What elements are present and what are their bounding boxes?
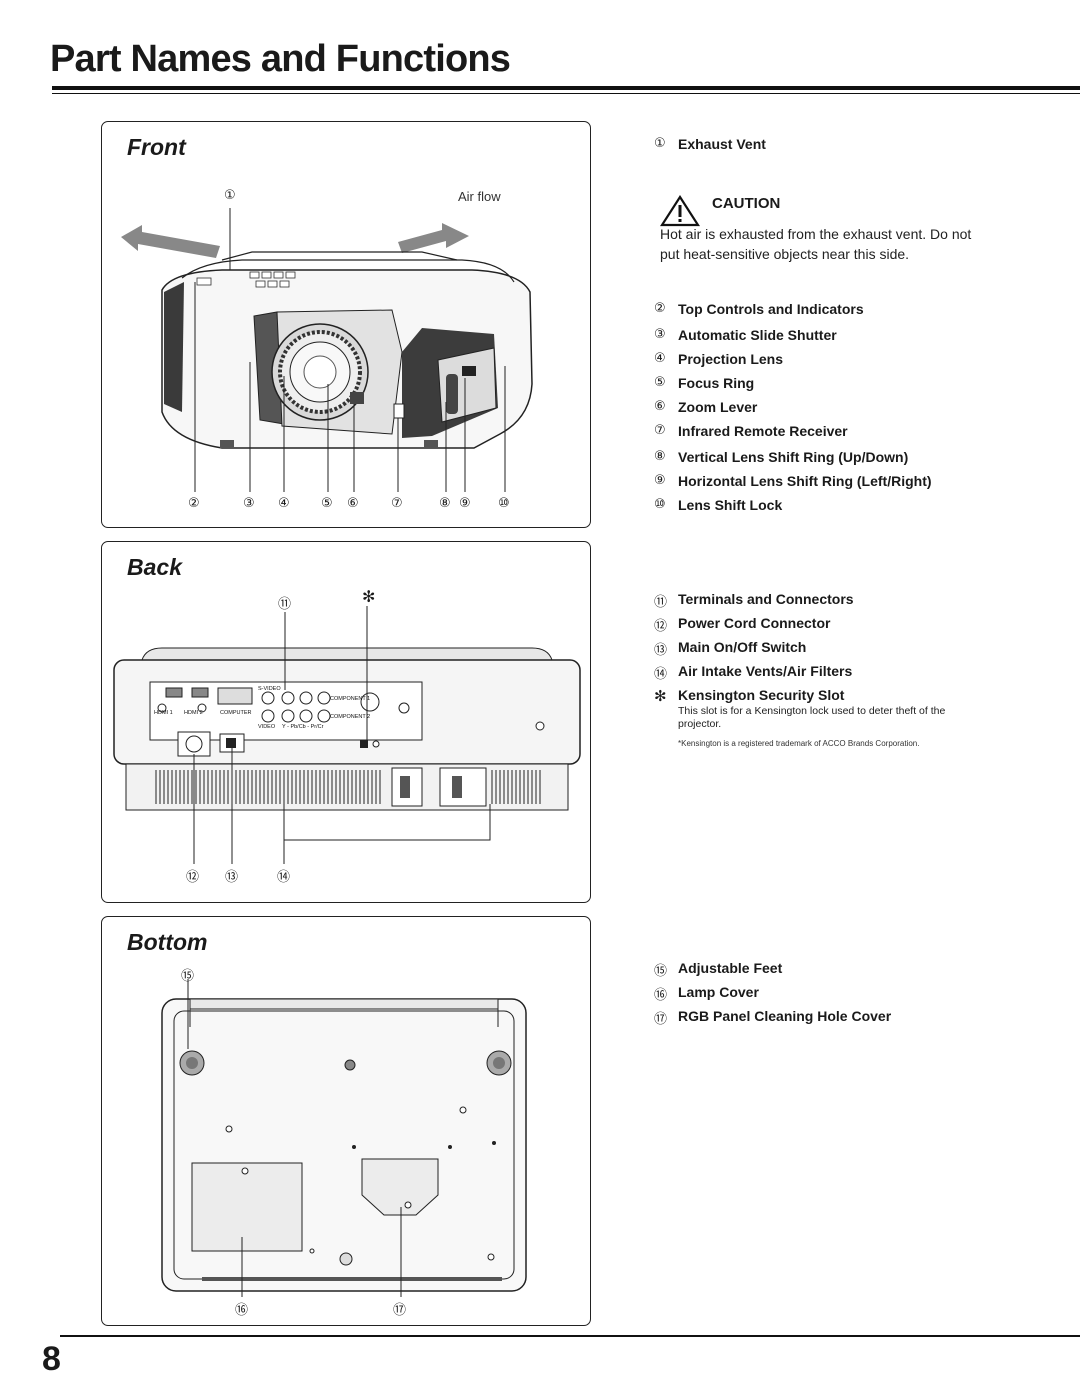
- trademark-note: *Kensington is a registered trademark of…: [678, 739, 920, 748]
- callout-4: ④: [278, 496, 290, 511]
- projector-back-illustration: HDMI 1 HDMI 2 COMPUTER S-VIDEO VIDEO Y -…: [113, 606, 581, 864]
- projector-front-illustration: [121, 208, 533, 492]
- hdmi2-label: HDMI 2: [184, 710, 203, 716]
- warning-triangle-icon: [659, 194, 701, 227]
- callout-2: ②: [188, 496, 200, 511]
- callout-12: ⑫: [186, 870, 200, 885]
- callout-10: ⑩: [498, 496, 510, 511]
- callout-9: ⑨: [459, 496, 471, 511]
- callout-17: ⑰: [393, 1303, 407, 1318]
- back-panel: Back HDMI 1 HDMI 2 COMPUTER S-VIDEO VIDE…: [101, 541, 591, 903]
- projector-bottom-illustration: [161, 979, 527, 1297]
- back-heading: Back: [127, 554, 182, 580]
- computer-label: COMPUTER: [220, 710, 252, 716]
- callout-11: ⑪: [278, 597, 292, 612]
- callout-8: ⑧: [439, 496, 451, 511]
- page-title: Part Names and Functions: [50, 38, 511, 80]
- callout-7: ⑦: [391, 496, 403, 511]
- bottom-panel: Bottom ⑮ ⑯ ⑰: [101, 916, 591, 1326]
- title-rule: [52, 86, 1080, 90]
- callout-5: ⑤: [321, 496, 333, 511]
- title-rule-thin: [52, 93, 1080, 94]
- bottom-heading: Bottom: [127, 929, 208, 955]
- callout-13: ⑬: [225, 870, 239, 885]
- ypbpr-label: Y - Pb/Cb - Pr/Cr: [282, 724, 324, 730]
- callout-15: ⑮: [181, 969, 195, 984]
- front-heading: Front: [127, 134, 186, 160]
- footer-rule: [60, 1335, 1080, 1337]
- component1-label: COMPONENT 1: [330, 696, 370, 702]
- video-label: VIDEO: [258, 724, 276, 730]
- caution-box: CAUTION: [659, 194, 780, 232]
- callout-6: ⑥: [347, 496, 359, 511]
- svideo-label: S-VIDEO: [258, 686, 281, 692]
- caution-title: CAUTION: [712, 195, 781, 212]
- airflow-label: Air flow: [458, 189, 501, 204]
- component2-label: COMPONENT 2: [330, 714, 370, 720]
- callout-3: ③: [243, 496, 255, 511]
- callout-kensington: ✻: [362, 587, 376, 606]
- hdmi1-label: HDMI 1: [154, 710, 173, 716]
- callout-14: ⑭: [277, 870, 291, 885]
- front-panel: Front Air flow: [101, 121, 591, 528]
- callout-1: ①: [224, 188, 236, 203]
- callout-16: ⑯: [235, 1303, 249, 1318]
- caution-text: Hot air is exhausted from the exhaust ve…: [660, 226, 972, 262]
- page-number: 8: [42, 1340, 61, 1378]
- kensington-note: This slot is for a Kensington lock used …: [678, 705, 946, 730]
